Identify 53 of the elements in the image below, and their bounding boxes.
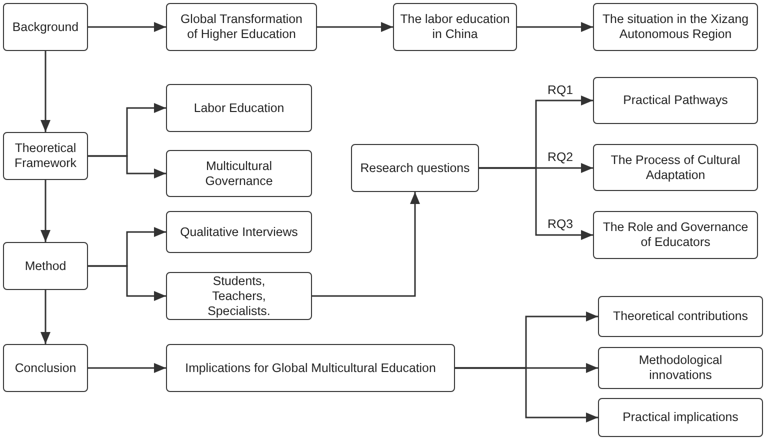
arrow — [517, 22, 593, 32]
arrow — [88, 363, 166, 373]
process-box — [166, 344, 455, 392]
box-label: The Process of Cultural Adaptation — [610, 152, 742, 182]
edge-label: RQ3 — [546, 217, 574, 232]
arrow — [88, 155, 166, 178]
process-box — [598, 296, 763, 337]
box-label: Methodological innovations — [638, 353, 724, 383]
box-label: Research questions — [360, 160, 470, 176]
process-box — [3, 132, 88, 180]
box-label: Global Transformation of Higher Education — [180, 12, 304, 42]
process-box — [598, 398, 763, 437]
edge-label: RQ2 — [546, 150, 574, 165]
process-box — [166, 150, 312, 197]
arrow — [40, 51, 50, 132]
process-box — [166, 211, 312, 253]
arrow — [40, 180, 50, 242]
process-box — [3, 344, 88, 392]
box-label: Labor Education — [194, 100, 284, 116]
box-label: Background — [12, 20, 79, 34]
process-box — [393, 3, 517, 51]
process-box — [593, 144, 758, 191]
arrow — [88, 22, 166, 32]
arrow — [88, 265, 166, 301]
box-label: Theoretical Framework — [14, 141, 78, 171]
process-box — [593, 211, 758, 259]
box-label: Practical Pathways — [623, 93, 728, 108]
edge-label: RQ1 — [546, 82, 574, 98]
arrow — [317, 22, 393, 32]
box-label: The situation in the Xizang Autonomous Region — [601, 12, 750, 42]
process-box — [598, 347, 763, 389]
process-box — [3, 3, 88, 51]
process-box — [593, 3, 758, 51]
process-box — [166, 272, 312, 320]
arrow — [455, 367, 598, 422]
box-label: Implications for Global Multicultural Education — [185, 360, 436, 376]
arrow — [479, 167, 593, 240]
box-label: The Role and Governance of Educators — [602, 220, 750, 250]
process-box — [593, 77, 758, 124]
box-label: Conclusion — [14, 360, 76, 376]
box-label: The labor education in China — [399, 12, 511, 42]
process-box — [166, 3, 317, 51]
arrow — [40, 290, 50, 344]
box-label: Students, Teachers, Specialists. — [206, 274, 272, 318]
box-label: Theoretical contributions — [613, 309, 748, 324]
arrow — [312, 192, 420, 297]
process-box — [166, 84, 312, 132]
box-label: Multicultural Governance — [204, 158, 274, 188]
box-label: Practical implications — [622, 410, 738, 425]
box-label: Method — [24, 258, 66, 274]
process-box — [351, 144, 479, 192]
box-label: Qualitative Interviews — [180, 224, 298, 240]
process-box — [3, 242, 88, 290]
